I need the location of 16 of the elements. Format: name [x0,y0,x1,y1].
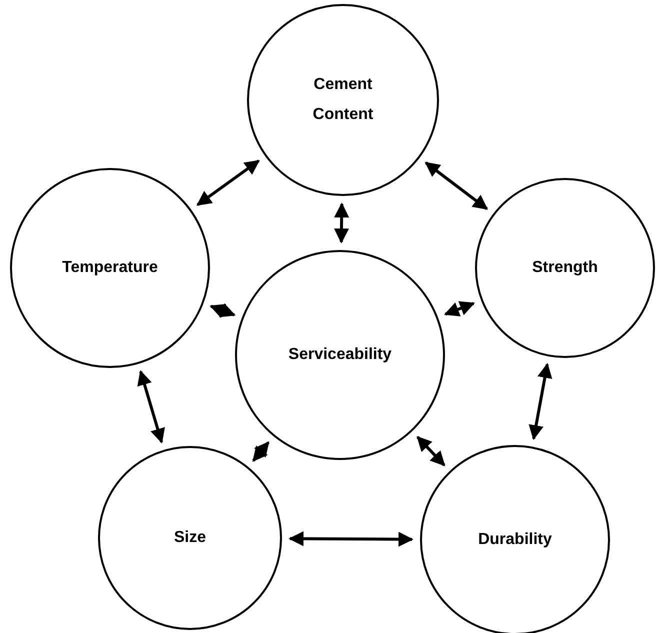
double-arrow [137,370,165,444]
double-arrow [444,301,475,316]
double-arrow [424,162,488,210]
node-label: Size [172,528,207,548]
double-arrow [528,362,552,440]
node-label: Temperature [61,258,159,278]
double-arrow [210,303,236,318]
double-arrow [334,202,350,244]
node-label: Serviceability [287,344,393,365]
double-arrow [416,436,446,466]
double-arrow [288,531,414,547]
double-arrow [252,441,270,462]
node-label: Cement Content [312,74,374,125]
node-label: Durability [477,530,553,550]
node-label: Strength [531,258,599,278]
double-arrow [196,160,260,206]
